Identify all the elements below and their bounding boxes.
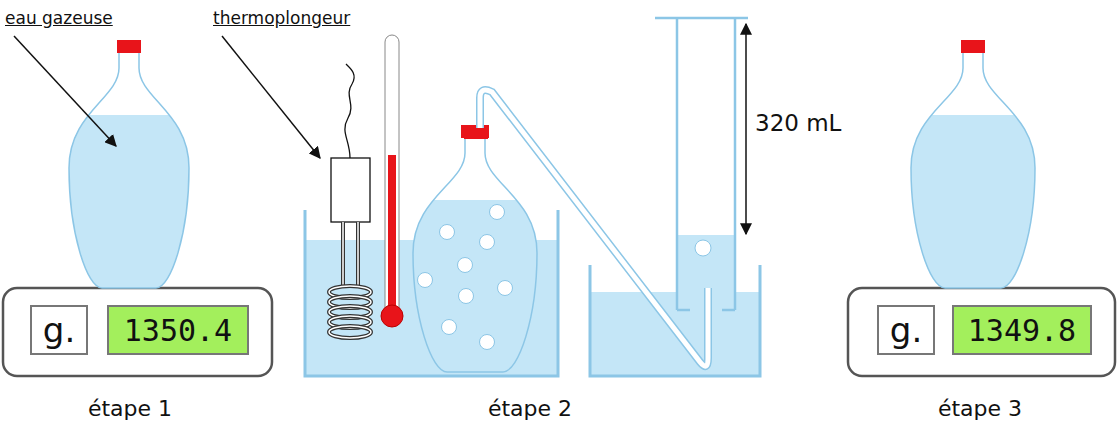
bottle	[67, 40, 191, 290]
thermometer	[381, 35, 403, 327]
leader-line	[222, 36, 320, 158]
delivery-tube	[480, 90, 708, 366]
node-text: g.	[43, 310, 75, 350]
step-label: étape 3	[938, 396, 1022, 421]
node-text: g.	[890, 310, 922, 350]
node-text: 1349.8	[968, 313, 1076, 348]
leader-line	[14, 36, 116, 146]
immersion-heater	[329, 64, 371, 338]
callout-label: thermoplongeur	[213, 8, 350, 28]
unit-box: g.	[30, 305, 88, 355]
node-text: 1350.4	[124, 313, 232, 348]
step-label: étape 2	[488, 396, 572, 421]
graduated-cylinder	[655, 18, 748, 310]
dimension-arrow	[745, 24, 747, 234]
unit-box: g.	[877, 305, 935, 355]
bottle	[909, 40, 1037, 290]
mass-display: 1350.4	[107, 305, 249, 355]
balance	[848, 288, 1115, 376]
step-label: étape 1	[88, 396, 172, 421]
balance	[3, 288, 272, 376]
mass-display: 1349.8	[952, 305, 1092, 355]
callout-label: eau gazeuse	[5, 8, 113, 28]
bottle	[411, 125, 539, 374]
dimension-label: 320 mL	[755, 110, 841, 136]
